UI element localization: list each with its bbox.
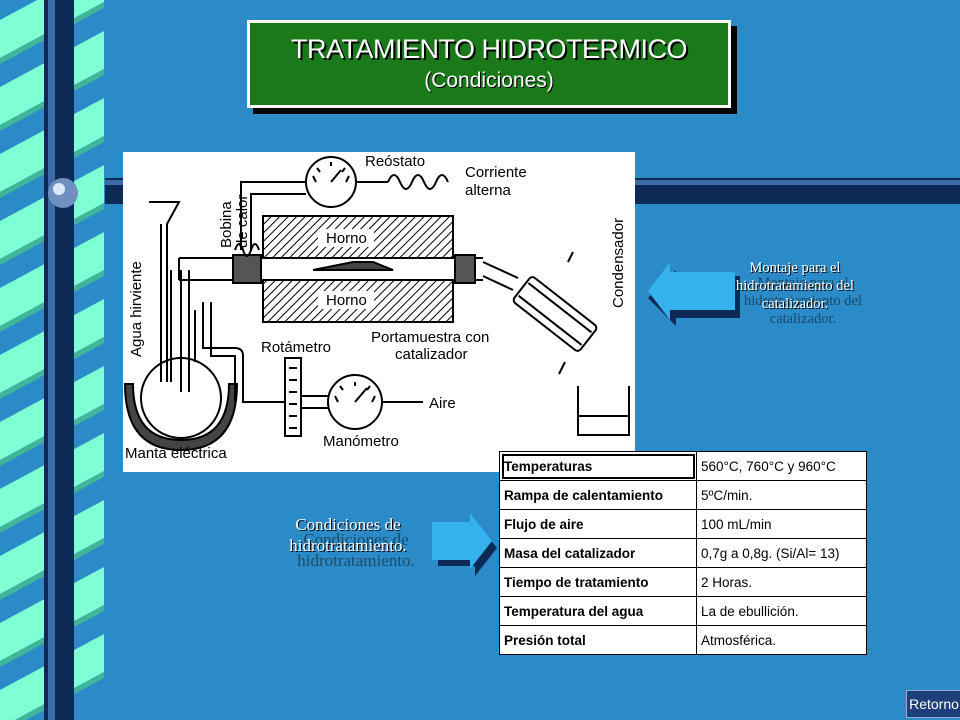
condiciones-line-1: Condiciones de (295, 515, 401, 534)
beaker-icon (577, 386, 630, 436)
left-arrow-icon (648, 262, 740, 326)
condition-value: 2 Horas. (696, 567, 867, 597)
condition-value: La de ebullición. (696, 596, 867, 626)
rotameter-icon (284, 357, 302, 437)
montaje-line-1: Montaje para el (749, 260, 841, 276)
manometer-dial-icon (327, 374, 383, 430)
condition-value: Atmosférica. (696, 625, 867, 655)
condiciones-callout-text: Condiciones de hidrotratamiento. (266, 514, 430, 557)
apparatus-diagram: Reóstato Corriente alterna Bobina de cal… (123, 152, 635, 472)
condiciones-line-2: hidrotratamiento. (289, 536, 407, 556)
slide-subtitle: (Condiciones) (424, 69, 554, 92)
condition-label: Temperatura del agua (499, 596, 697, 626)
condition-value: 0,7g a 0,8g. (Si/Al= 13) (696, 538, 867, 568)
montaje-line-2: hidrotratamiento del (736, 278, 854, 295)
condition-value: 5ºC/min. (696, 480, 867, 510)
label-alterna: alterna (465, 182, 512, 199)
left-ribbon-decoration (0, 0, 105, 720)
condition-label: Tiempo de tratamiento (499, 567, 697, 597)
furnace-bottom (262, 279, 454, 323)
label-reostato: Reóstato (365, 153, 425, 170)
montaje-line-3: catalizador. (761, 296, 829, 313)
label-rotametro: Rotámetro (261, 339, 331, 356)
heating-mantle-icon (123, 383, 239, 452)
label-bobina: Bobina (218, 201, 235, 248)
label-agua-hirviente: Agua hirviente (128, 261, 145, 357)
condition-label: Presión total (499, 625, 697, 655)
condenser-icon (512, 276, 598, 352)
condition-label: Temperaturas (499, 451, 697, 481)
condition-label: Masa del catalizador (499, 538, 697, 568)
slide-title: TRATAMIENTO HIDROTERMICO (291, 34, 688, 64)
label-condensador: Condensador (610, 218, 627, 308)
condition-label: Rampa de calentamiento (499, 480, 697, 510)
label-horno-top: Horno (326, 230, 367, 247)
label-manta: Manta eléctrica (125, 445, 227, 462)
label-de-calor: de calor (234, 195, 251, 248)
condition-value: 560°C, 760°C y 960°C (696, 451, 867, 481)
label-manometro: Manómetro (323, 433, 399, 450)
montaje-callout-text: Montaje para el hidrotratamiento del cat… (716, 259, 874, 313)
label-catalizador: catalizador (395, 346, 468, 363)
condition-value: 100 mL/min (696, 509, 867, 539)
label-corriente: Corriente (465, 164, 527, 181)
label-horno-bottom: Horno (326, 292, 367, 309)
title-box: TRATAMIENTO HIDROTERMICO (Condiciones) (247, 20, 731, 108)
funnel-icon (149, 201, 181, 382)
retorno-button[interactable]: Retorno (906, 690, 960, 718)
condition-label: Flujo de aire (499, 509, 697, 539)
label-aire: Aire (429, 395, 456, 412)
label-portamuestra: Portamuestra con (371, 329, 489, 346)
right-arrow-icon (432, 513, 497, 576)
